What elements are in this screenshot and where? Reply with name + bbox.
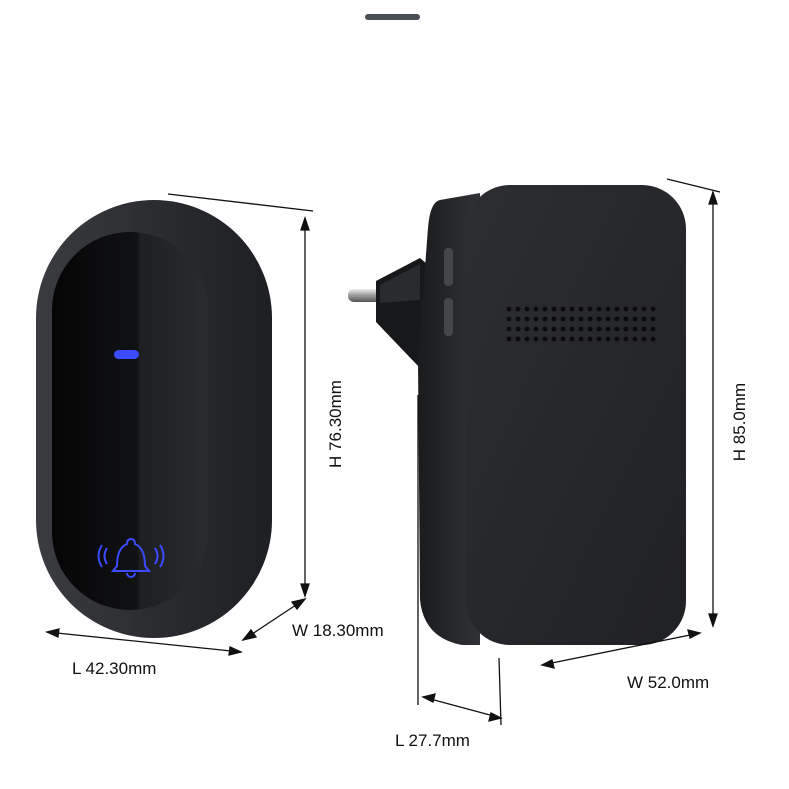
bell-ringing-icon — [97, 537, 165, 578]
button-height-label: H 76.30mm — [326, 380, 345, 468]
receiver-unit — [348, 185, 686, 645]
receiver-dimension-lines — [417, 178, 721, 726]
button-length-label: L 42.30mm — [72, 659, 157, 678]
side-button-lower — [444, 298, 453, 336]
receiver-length-label: L 27.7mm — [395, 731, 470, 750]
button-unit — [36, 200, 272, 638]
receiver-width-label: W 52.0mm — [627, 673, 710, 692]
button-unit-face — [52, 232, 208, 610]
receiver-height-label: H 85.0mm — [730, 382, 749, 462]
drag-handle[interactable] — [365, 14, 420, 20]
button-dimension-lines — [45, 193, 314, 656]
indicator-light — [114, 350, 139, 359]
receiver-side — [418, 193, 480, 645]
eu-plug-icon — [348, 258, 428, 368]
speaker-grille — [506, 306, 656, 342]
receiver-front — [466, 185, 686, 645]
button-width-label: W 18.30mm — [292, 621, 384, 640]
side-button-upper — [444, 248, 453, 286]
